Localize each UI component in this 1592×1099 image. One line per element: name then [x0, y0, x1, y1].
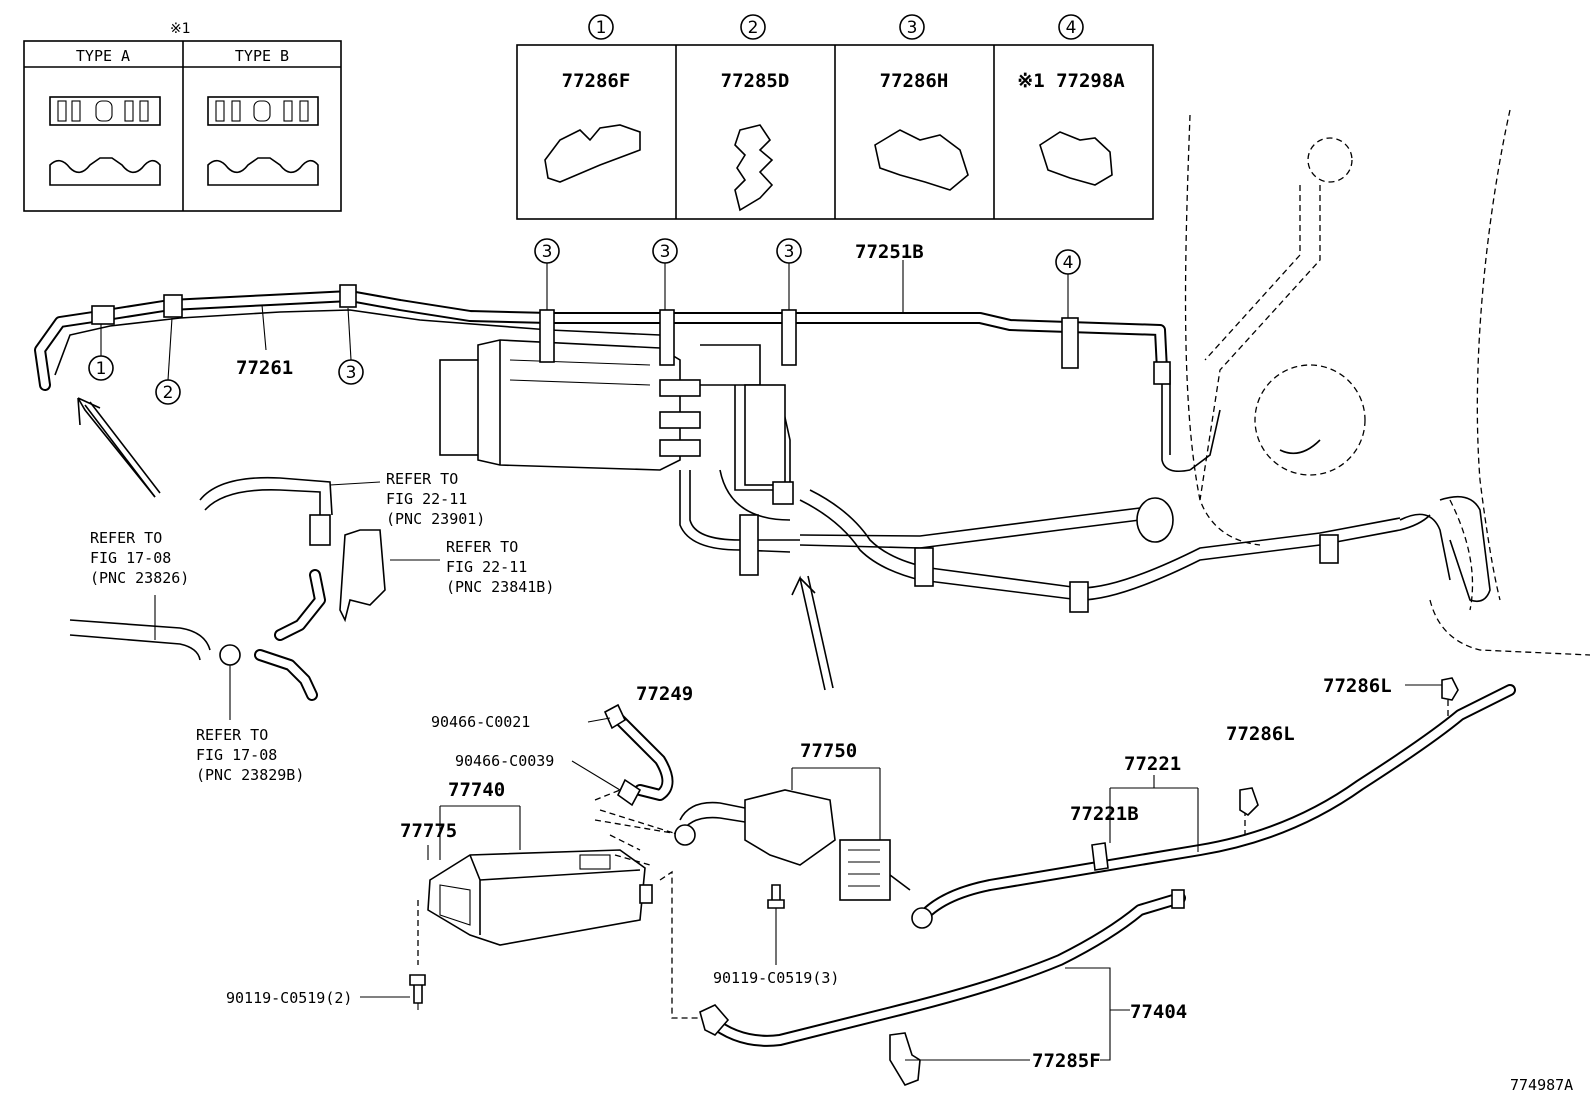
- label-77221: 77221: [1124, 753, 1181, 775]
- ref-22-11-a-line1: REFER TO: [386, 470, 458, 488]
- legend-part-4: ※1 77298A: [1017, 70, 1125, 92]
- legend-num-3: 3: [907, 18, 918, 38]
- type-inset-table: ※1 TYPE A TYPE B: [23, 21, 342, 212]
- ref-22-11-b-line2: FIG 22-11: [446, 558, 527, 576]
- type-a-clip-drawing: [49, 96, 161, 186]
- label-77221b: 77221B: [1070, 803, 1139, 825]
- type-b-label: TYPE B: [235, 47, 289, 65]
- callout-1-text: 1: [96, 359, 107, 379]
- label-77286l-lower: 77286L: [1226, 723, 1295, 745]
- legend-num-1: 1: [596, 18, 607, 38]
- clip-legend-table: 1 2 3 4 77286F 77285D 77286H ※1 77298A: [516, 14, 1154, 220]
- label-77261: 77261: [236, 357, 293, 379]
- figure-id: 774987A: [1510, 1076, 1573, 1094]
- ref-17-08-b-line1: REFER TO: [196, 726, 268, 744]
- inset-note-mark: ※1: [170, 21, 191, 37]
- callout-3c-text: 3: [660, 242, 671, 262]
- callout-3a-text: 3: [346, 363, 357, 383]
- bracket-leaders: [261, 260, 1442, 1061]
- label-77249: 77249: [636, 683, 693, 705]
- label-77775: 77775: [400, 820, 457, 842]
- label-77750: 77750: [800, 740, 857, 762]
- label-77286l-upper: 77286L: [1323, 675, 1392, 697]
- lower-assembly: [360, 677, 1516, 1086]
- part-labels: 77251B 77261 REFER TO FIG 22-11 (PNC 239…: [90, 241, 1573, 1094]
- left-reference-area: [69, 397, 440, 720]
- ref-22-11-b-line1: REFER TO: [446, 538, 518, 556]
- clip-sketch-2: [734, 124, 774, 212]
- label-90119-c0519-2: 90119-C0519(2): [226, 989, 352, 1007]
- clip-sketch-1: [544, 124, 641, 183]
- legend-part-2: 77285D: [721, 70, 790, 92]
- callout-4-text: 4: [1063, 253, 1074, 273]
- type-a-label: TYPE A: [76, 47, 130, 65]
- ref-22-11-b-line3: (PNC 23841B): [446, 578, 554, 596]
- legend-part-1: 77286F: [562, 70, 631, 92]
- ref-22-11-a-line2: FIG 22-11: [386, 490, 467, 508]
- label-77251b: 77251B: [855, 241, 924, 263]
- label-90119-c0519-3: 90119-C0519(3): [713, 969, 839, 987]
- ref-17-08-a-line1: REFER TO: [90, 529, 162, 547]
- lower-fuel-lines: [799, 489, 1491, 613]
- legend-num-2: 2: [748, 18, 759, 38]
- pipe-clip-markers: [91, 284, 1079, 576]
- label-77404: 77404: [1130, 1001, 1187, 1023]
- ref-17-08-a-line2: FIG 17-08: [90, 549, 171, 567]
- callout-2-text: 2: [163, 383, 174, 403]
- type-b-clip-drawing: [207, 96, 319, 186]
- callout-3b-text: 3: [542, 242, 553, 262]
- label-90466-c0021: 90466-C0021: [431, 713, 530, 731]
- label-77285f: 77285F: [1032, 1050, 1101, 1072]
- callout-3d-text: 3: [784, 242, 795, 262]
- ref-17-08-b-line3: (PNC 23829B): [196, 766, 304, 784]
- ref-17-08-b-line2: FIG 17-08: [196, 746, 277, 764]
- ref-22-11-a-line3: (PNC 23901): [386, 510, 485, 528]
- ref-17-08-a-line3: (PNC 23826): [90, 569, 189, 587]
- callout-circles: 1 2 3 3 3 3 4: [88, 238, 1081, 405]
- fuel-tank-outline: [1184, 109, 1591, 656]
- legend-part-3: 77286H: [880, 70, 949, 92]
- label-77740: 77740: [448, 779, 505, 801]
- center-pointer-arrow: [791, 575, 834, 691]
- clip-sketch-4: [1039, 131, 1113, 186]
- main-fuel-lines: [34, 290, 1321, 473]
- clip-sketch-3: [874, 129, 969, 191]
- legend-num-4: 4: [1066, 18, 1077, 38]
- label-90466-c0039: 90466-C0039: [455, 752, 554, 770]
- canister-upper: [439, 339, 800, 553]
